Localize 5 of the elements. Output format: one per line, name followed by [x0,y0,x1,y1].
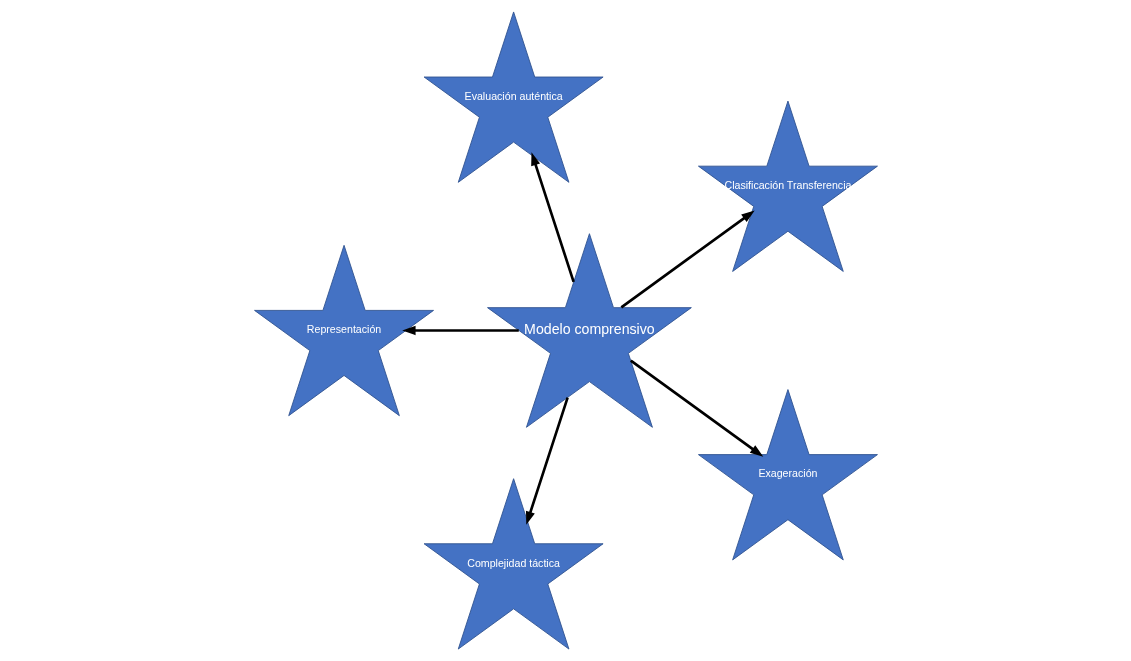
arrow [629,359,763,457]
arrow [401,325,519,336]
arrow [525,397,569,525]
arrow [620,210,755,309]
arrow [530,152,575,283]
